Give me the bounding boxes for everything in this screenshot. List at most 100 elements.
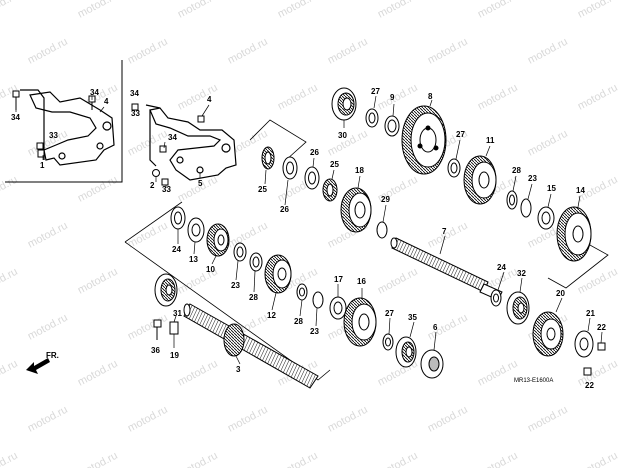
watermark-text: motod.ru: [476, 450, 520, 468]
label-3: 3: [236, 365, 241, 374]
watermark-text: motod.ru: [276, 82, 320, 113]
label-34d: 34: [168, 133, 177, 142]
label-6: 6: [433, 323, 438, 332]
front-direction-arrow: FR.: [26, 351, 59, 374]
watermark-text: motod.ru: [376, 450, 420, 468]
label-27b: 27: [456, 130, 465, 139]
bushing-26-upper: [282, 156, 298, 180]
watermark-text: motod.ru: [376, 0, 420, 21]
label-36: 36: [151, 346, 160, 355]
label-34c: 34: [130, 89, 139, 98]
watermark-text: motod.ru: [326, 404, 370, 435]
label-19: 19: [170, 351, 179, 360]
watermark-text: motod.ru: [76, 266, 120, 297]
watermark-text: motod.ru: [576, 82, 620, 113]
watermark-text: motod.ru: [276, 450, 320, 468]
label-33a: 33: [49, 131, 58, 140]
label-17: 17: [334, 275, 343, 284]
watermark-text: motod.ru: [126, 36, 170, 67]
label-5: 5: [198, 179, 203, 188]
label-27a: 27: [371, 87, 380, 96]
watermark-text: motod.ru: [226, 220, 270, 251]
label-11: 11: [486, 136, 495, 145]
label-31: 31: [173, 309, 182, 318]
oil-seal-6: [420, 349, 444, 379]
watermark-text: motod.ru: [476, 358, 520, 389]
watermark-text: motod.ru: [176, 358, 220, 389]
bracket-inset-frame: [5, 60, 123, 183]
watermark-text: motod.ru: [0, 266, 20, 297]
shift-bracket-right: [145, 104, 237, 181]
watermark-text: motod.ru: [576, 358, 620, 389]
watermark-text: motod.ru: [526, 404, 570, 435]
label-4b: 4: [207, 95, 212, 104]
bushing-26-mid: [304, 166, 320, 190]
label-33c: 33: [162, 185, 171, 194]
watermark-text: motod.ru: [176, 450, 220, 468]
watermark-text: motod.ru: [426, 404, 470, 435]
washer-28-left: [249, 252, 263, 272]
gear-10: [206, 223, 230, 257]
watermark-text: motod.ru: [226, 404, 270, 435]
watermark-text: motod.ru: [576, 0, 620, 21]
gear-8: [401, 105, 447, 175]
bearing-35: [395, 336, 417, 368]
watermark-text: motod.ru: [76, 358, 120, 389]
watermark-text: motod.ru: [0, 0, 20, 21]
washer-25-upper: [261, 146, 275, 170]
watermark-text: motod.ru: [476, 82, 520, 113]
label-33b: 33: [131, 109, 140, 118]
label-22a: 22: [597, 323, 606, 332]
watermark-text: motod.ru: [76, 0, 120, 21]
watermark-text: motod.ru: [126, 128, 170, 159]
watermark-text: motod.ru: [476, 0, 520, 21]
washer-27-mid: [447, 158, 461, 178]
bushing-9: [384, 115, 400, 137]
label-27c: 27: [385, 309, 394, 318]
drive-sprocket-20: [532, 311, 564, 357]
washer-24-left: [170, 206, 186, 230]
label-20: 20: [556, 289, 565, 298]
label-23a: 23: [528, 174, 537, 183]
label-1: 1: [40, 161, 45, 170]
bolt-36: [153, 319, 162, 340]
label-28a: 28: [512, 166, 521, 175]
gear-11: [463, 155, 497, 205]
bolt-34-right: [131, 103, 205, 186]
label-32: 32: [517, 269, 526, 278]
watermark-text: motod.ru: [0, 450, 20, 468]
label-29: 29: [381, 195, 390, 204]
washer-27-top: [365, 108, 379, 128]
label-13: 13: [189, 255, 198, 264]
label-34b: 34: [11, 113, 20, 122]
washer-25-mid: [322, 178, 338, 202]
bushing-17: [329, 296, 347, 320]
watermark-text: motod.ru: [576, 266, 620, 297]
bearing-32: [506, 291, 530, 325]
label-4a: 4: [104, 97, 109, 106]
label-14: 14: [576, 186, 585, 195]
watermark-text: motod.ru: [26, 404, 70, 435]
label-8: 8: [428, 92, 433, 101]
watermark-text: motod.ru: [376, 82, 420, 113]
washer-23-left: [233, 242, 247, 262]
watermark-text: motod.ru: [76, 450, 120, 468]
watermark-text: motod.ru: [526, 36, 570, 67]
watermark-text: motod.ru: [126, 312, 170, 343]
circlip-23-mid: [312, 291, 324, 309]
circlip-29: [376, 221, 388, 239]
gear-12: [264, 254, 292, 294]
washer-28-upper: [506, 190, 518, 210]
watermark-text: motod.ru: [426, 36, 470, 67]
label-35: 35: [408, 313, 417, 322]
label-23c: 23: [310, 327, 319, 336]
label-10: 10: [206, 265, 215, 274]
setting-plate-19: [169, 321, 179, 335]
watermark-text: motod.ru: [526, 128, 570, 159]
part-labels: 34 4 34 33 1 34 4 33 34 5 2 33 25 26 26 …: [11, 87, 606, 390]
washer-24-right: [490, 289, 502, 307]
watermark-text: motod.ru: [26, 220, 70, 251]
watermark-text: motod.ru: [176, 0, 220, 21]
